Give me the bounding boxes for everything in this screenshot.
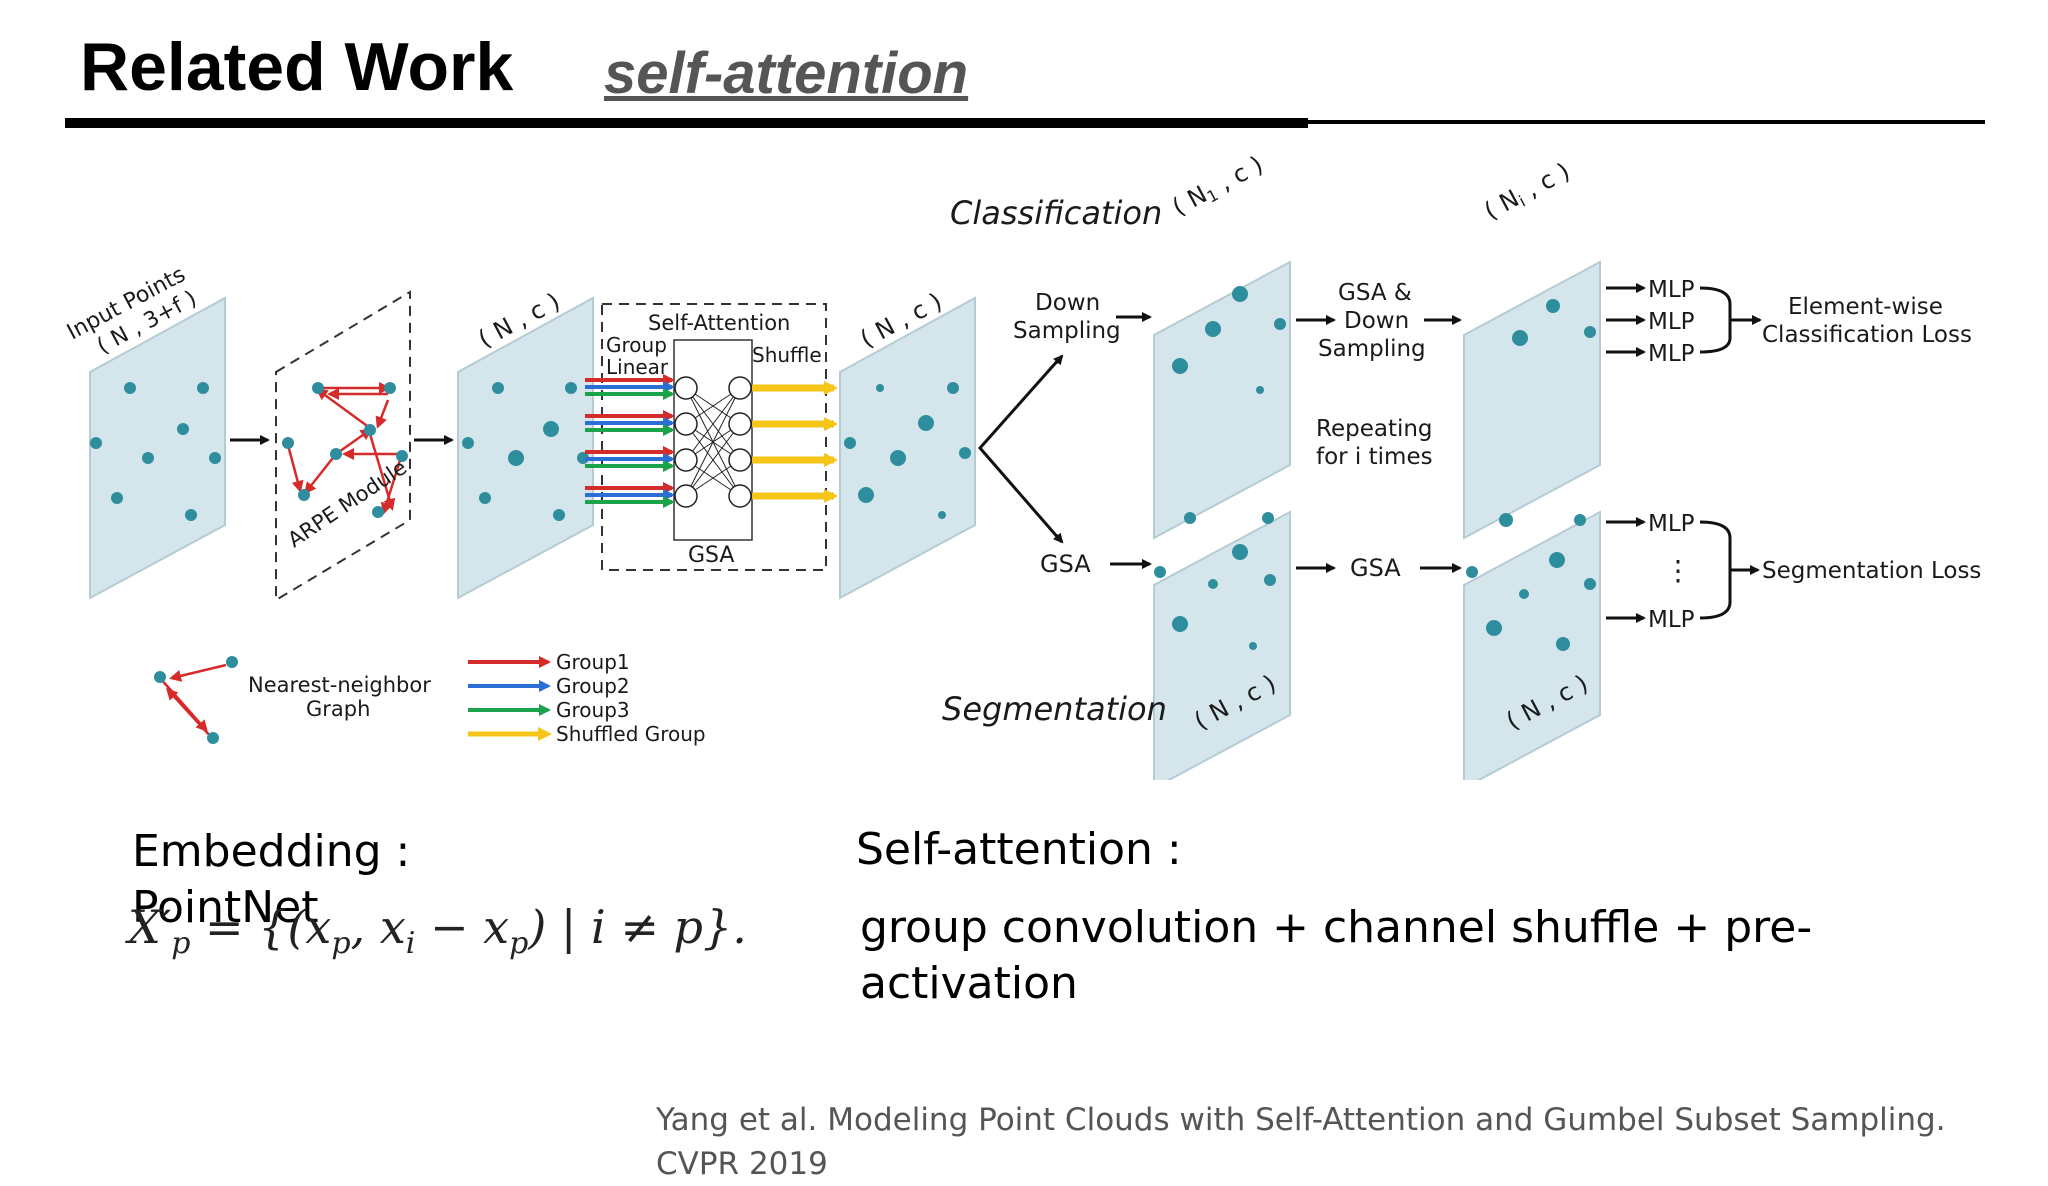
repeating-label-1: Repeating <box>1316 416 1433 442</box>
legend-nn-label-1: Nearest-neighbor <box>248 673 431 697</box>
gsa-down-label-3: Sampling <box>1318 336 1426 362</box>
architecture-figure: Input Points ( N , 3+f ) ARPE Module <box>63 150 1981 780</box>
feature-plane-nc <box>457 296 594 600</box>
plane-n1-label: ( N1 , c ) <box>1168 150 1269 223</box>
down-sampling-label-2: Sampling <box>1013 318 1121 344</box>
mlp-cls-2: MLP <box>1648 309 1695 335</box>
branch-lines <box>978 357 1062 541</box>
segmentation-plane-1 <box>1153 510 1291 780</box>
plane-ni-label: ( Ni , c ) <box>1480 157 1576 227</box>
gsa-block-label: GSA <box>688 543 734 568</box>
slide-subtitle[interactable]: self-attention <box>604 41 969 106</box>
down-sampling-label-1: Down <box>1035 290 1100 316</box>
embedding-caption: Embedding : PointNet <box>132 826 411 933</box>
legend-nn-graph <box>154 656 238 744</box>
gsa-block <box>585 303 838 571</box>
mlp-seg-2: MLP <box>1648 607 1695 633</box>
mlp-cls-1: MLP <box>1648 277 1695 303</box>
classification-label: Classification <box>950 194 1162 232</box>
segmentation-label: Segmentation <box>942 690 1167 728</box>
cls-brace <box>1699 286 1754 354</box>
legend-group-label: Shuffled Group <box>556 722 706 746</box>
self-attention-caption: Self-attention : <box>856 824 1182 875</box>
legend-group-label: Group2 <box>556 674 630 698</box>
classification-plane-ni <box>1463 260 1601 540</box>
mlp-seg-1: MLP <box>1648 511 1695 537</box>
title-rule-thin <box>1305 120 1985 124</box>
legend-group-label: Group1 <box>556 650 630 674</box>
seg-brace <box>1699 520 1750 620</box>
arpe-module <box>275 290 411 602</box>
title-rule-thick <box>65 118 1308 128</box>
gsa-seg-mid-label: GSA <box>1350 554 1401 582</box>
gsa-down-label-1: GSA & <box>1338 280 1412 306</box>
self-attention-description: group convolution + channel shuffle + pr… <box>860 902 1813 1009</box>
self-attention-label: Self-Attention <box>648 311 790 335</box>
gsa-output-plane <box>839 296 976 600</box>
segmentation-loss-label: Segmentation Loss <box>1762 558 1981 584</box>
citation-reference: Yang et al. Modeling Point Clouds with S… <box>656 1102 1946 1182</box>
elementwise-label-1: Element-wise <box>1788 294 1943 320</box>
gsa-seg-label: GSA <box>1040 550 1091 578</box>
mlp-seg-dots: ⋮ <box>1664 554 1692 587</box>
group-linear-label-2: Linear <box>606 355 669 379</box>
legend-group-label: Group3 <box>556 698 630 722</box>
segmentation-plane-2 <box>1463 510 1601 780</box>
input-point-plane <box>89 296 226 600</box>
repeating-label-2: for i times <box>1316 444 1433 470</box>
legend-nn-label-2: Graph <box>306 697 370 721</box>
group-linear-label-1: Group <box>606 333 667 357</box>
embedding-formula: X′p = {(xp, xi − xp) | i ≠ p}. <box>128 900 747 962</box>
slide-title: Related Work <box>80 29 514 105</box>
elementwise-label-2: Classification Loss <box>1762 322 1972 348</box>
classification-plane-n1 <box>1153 260 1291 540</box>
shuffle-label: Shuffle <box>752 343 822 367</box>
mlp-cls-3: MLP <box>1648 341 1695 367</box>
gsa-down-label-2: Down <box>1344 308 1409 334</box>
